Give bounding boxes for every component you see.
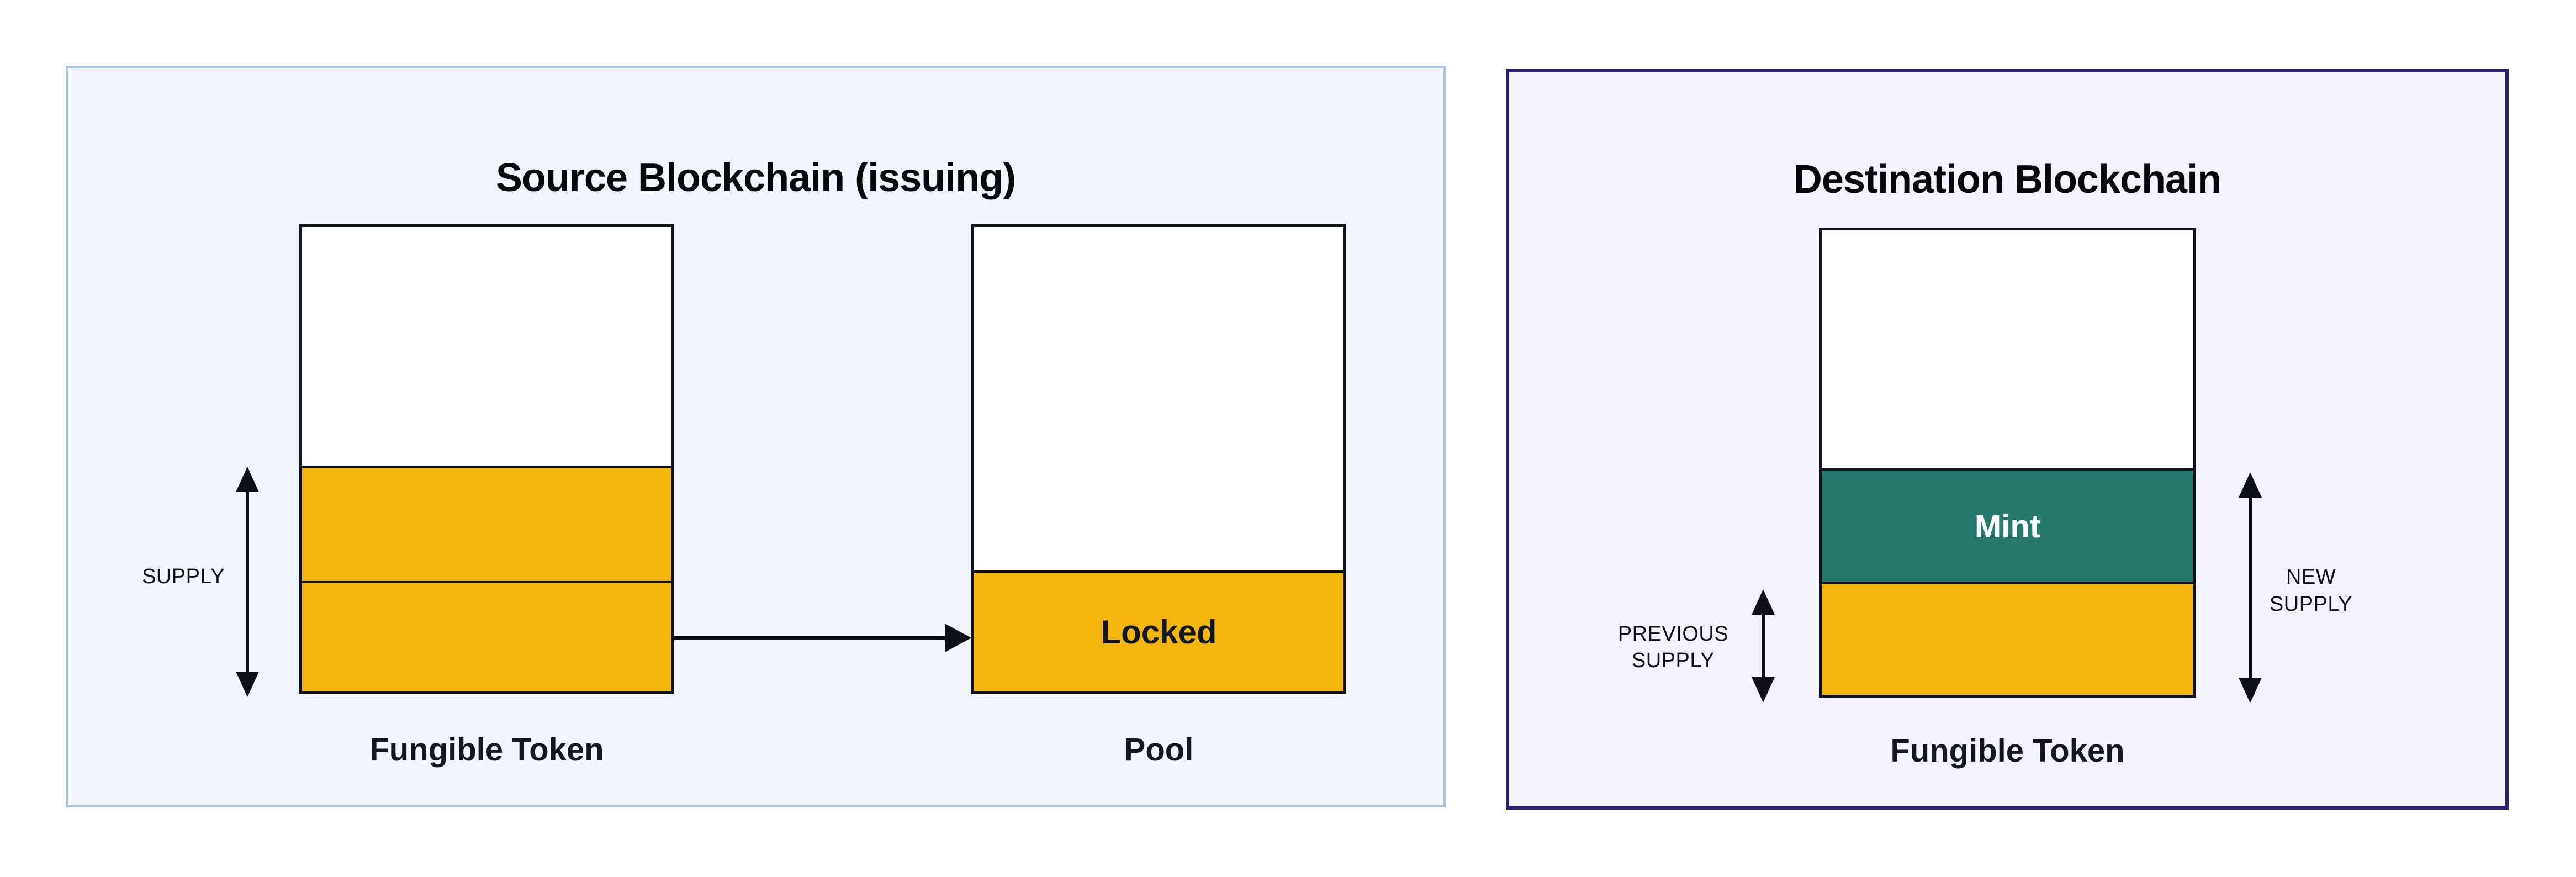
- new-supply-label-line1: NEW: [2286, 566, 2336, 589]
- locked-label: Locked: [1101, 614, 1217, 651]
- destination-fungible-token-bar: Mint: [1819, 228, 2196, 698]
- previous-supply-label-line2: SUPPLY: [1631, 649, 1715, 672]
- arrow-shaft: [674, 636, 948, 640]
- supply-label: SUPPLY: [142, 565, 225, 588]
- arrow-up-icon: [1752, 589, 1775, 615]
- previous-supply-segment: [1822, 582, 2193, 695]
- circulating-supply-segment-upper: [302, 466, 671, 581]
- arrow-up-icon: [2239, 472, 2262, 498]
- pool-empty-segment: [974, 227, 1343, 570]
- new-supply-label: NEW SUPPLY: [2239, 564, 2383, 618]
- destination-panel-title: Destination Blockchain: [1793, 157, 2221, 202]
- source-blockchain-panel: Source Blockchain (issuing) SUPPLY Fungi…: [66, 66, 1446, 807]
- previous-supply-range-arrow: [1751, 589, 1775, 702]
- new-supply-range-arrow: [2238, 472, 2262, 703]
- arrow-down-icon: [1752, 677, 1775, 702]
- destination-token-bar-label: Fungible Token: [1890, 733, 2125, 769]
- arrow-down-icon: [2239, 678, 2262, 703]
- pool-locked-segment: Locked: [974, 570, 1343, 691]
- destination-blockchain-panel: Destination Blockchain PREVIOUS SUPPLY M…: [1506, 69, 2509, 810]
- arrow-down-icon: [236, 672, 259, 697]
- pool-bar-label: Pool: [1124, 732, 1194, 768]
- arrow-shaft: [2249, 494, 2252, 681]
- mint-label: Mint: [1974, 508, 2041, 545]
- source-panel-title: Source Blockchain (issuing): [495, 155, 1016, 200]
- source-fungible-token-bar: [299, 224, 674, 694]
- arrow-shaft: [246, 489, 249, 675]
- unissued-supply-segment: [302, 227, 671, 466]
- previous-supply-label-line1: PREVIOUS: [1617, 622, 1729, 646]
- unissued-supply-segment: [1822, 230, 2193, 468]
- previous-supply-label: PREVIOUS SUPPLY: [1590, 621, 1756, 674]
- arrow-shaft: [1762, 611, 1765, 680]
- arrow-up-icon: [236, 467, 259, 492]
- circulating-supply-segment-lower: [302, 581, 671, 691]
- source-token-bar-label: Fungible Token: [369, 732, 604, 768]
- pool-bar: Locked: [971, 224, 1346, 694]
- mint-segment: Mint: [1822, 468, 2193, 582]
- lock-transfer-arrow: [674, 624, 971, 652]
- arrow-right-icon: [945, 624, 971, 652]
- new-supply-label-line2: SUPPLY: [2269, 593, 2353, 616]
- supply-range-arrow: [235, 467, 260, 697]
